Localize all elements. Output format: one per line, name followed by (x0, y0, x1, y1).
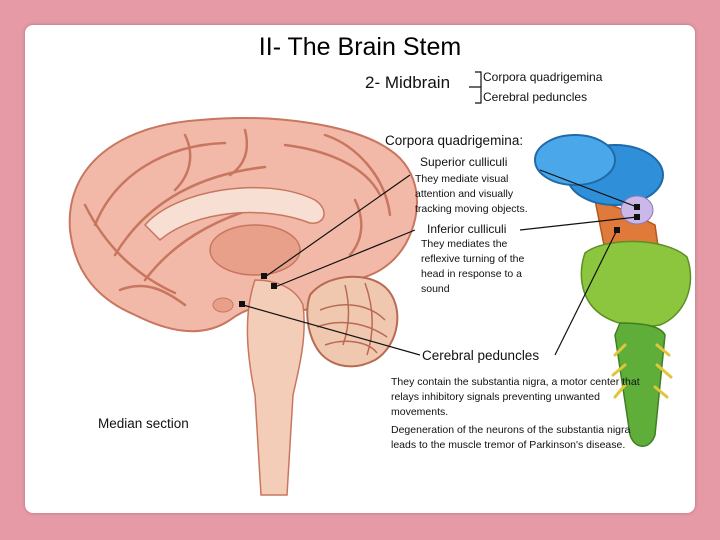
slide-title: II- The Brain Stem (258, 33, 462, 61)
slide: II- The Brain Stem 2- Midbrain Corpora q… (25, 25, 695, 513)
brainstem-section (246, 279, 305, 496)
pituitary (212, 297, 234, 313)
midbrain-part-corpora: Corpora quadrigemina (483, 70, 603, 84)
cerebral-peduncles-label: Cerebral peduncles (422, 348, 540, 363)
median-section-brain (68, 117, 418, 496)
peduncles-para-1: They contain the substantia nigra, a mot… (391, 376, 640, 418)
inferior-culliculi-desc: They mediates the reflexive turning of t… (421, 238, 525, 295)
midbrain-bracket (469, 71, 482, 104)
pointer-lines (239, 169, 640, 356)
midbrain-label: 2- Midbrain (365, 73, 451, 92)
cerebrum (68, 117, 418, 333)
inferior-culliculi-label: Inferior culliculi (427, 222, 507, 236)
thalamus (209, 224, 301, 276)
median-section-caption: Median section (98, 416, 189, 431)
cerebellum (306, 275, 399, 368)
midbrain-part-peduncles: Cerebral peduncles (483, 90, 588, 104)
brain-illustration (68, 71, 692, 496)
superior-culliculi-label: Superior culliculi (420, 155, 508, 169)
cq-heading: Corpora quadrigemina: (385, 133, 524, 148)
pons-green (580, 240, 692, 328)
superior-culliculi-desc: They mediate visual attention and visual… (415, 173, 528, 215)
corpus-callosum (143, 186, 325, 242)
peduncles-para-2: Degeneration of the neurons of the subst… (391, 424, 631, 451)
medulla-green (614, 322, 666, 447)
